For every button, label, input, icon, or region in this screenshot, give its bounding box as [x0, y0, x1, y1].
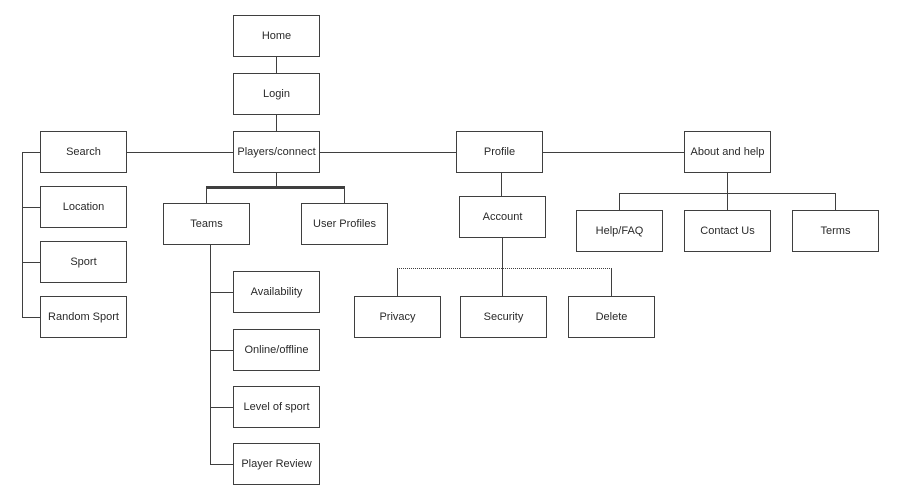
- node-player-review: Player Review: [233, 443, 320, 485]
- connector-search-sport: [22, 262, 40, 263]
- connector-home-login: [276, 57, 277, 73]
- connector-players-profile: [320, 152, 456, 153]
- node-account: Account: [459, 196, 546, 238]
- connector-search-bracket-top: [22, 152, 40, 153]
- connector-bar-userprofiles: [344, 189, 345, 203]
- node-contact-us: Contact Us: [684, 210, 771, 252]
- connector-search-location: [22, 207, 40, 208]
- node-random-sport: Random Sport: [40, 296, 127, 338]
- node-help-faq: Help/FAQ: [576, 210, 663, 252]
- connector-profile-account: [501, 173, 502, 196]
- node-privacy: Privacy: [354, 296, 441, 338]
- node-players-connect: Players/connect: [233, 131, 320, 173]
- connector-teams-level-of-sport: [210, 407, 233, 408]
- node-teams: Teams: [163, 203, 250, 245]
- connector-bar-teams: [206, 189, 207, 203]
- connector-bar-privacy: [397, 268, 398, 296]
- connector-teams-userprofiles-bar: [206, 186, 345, 189]
- connector-teams-availability: [210, 292, 233, 293]
- connector-bar-terms: [835, 193, 836, 210]
- node-home: Home: [233, 15, 320, 57]
- node-user-profiles: User Profiles: [301, 203, 388, 245]
- connector-account-down: [502, 238, 503, 269]
- node-level-of-sport: Level of sport: [233, 386, 320, 428]
- node-delete: Delete: [568, 296, 655, 338]
- connector-bar-contact-us: [727, 193, 728, 210]
- connector-search-random-sport: [22, 317, 40, 318]
- node-security: Security: [460, 296, 547, 338]
- node-login: Login: [233, 73, 320, 115]
- node-online-offline: Online/offline: [233, 329, 320, 371]
- connector-about-down: [727, 173, 728, 193]
- connector-teams-online-offline: [210, 350, 233, 351]
- connector-bar-security: [502, 268, 503, 296]
- node-availability: Availability: [233, 271, 320, 313]
- node-search: Search: [40, 131, 127, 173]
- node-location: Location: [40, 186, 127, 228]
- connector-teams-player-review: [210, 464, 233, 465]
- connector-bar-help-faq: [619, 193, 620, 210]
- connector-players-down: [276, 173, 277, 187]
- node-sport: Sport: [40, 241, 127, 283]
- node-terms: Terms: [792, 210, 879, 252]
- connector-search-players: [127, 152, 233, 153]
- node-about-and-help: About and help: [684, 131, 771, 173]
- connector-bar-delete: [611, 268, 612, 296]
- connector-search-bracket: [22, 152, 23, 318]
- connector-profile-about: [543, 152, 684, 153]
- node-profile: Profile: [456, 131, 543, 173]
- connector-account-children-bar: [397, 268, 612, 269]
- connector-teams-bracket: [210, 245, 211, 465]
- connector-login-players: [276, 115, 277, 131]
